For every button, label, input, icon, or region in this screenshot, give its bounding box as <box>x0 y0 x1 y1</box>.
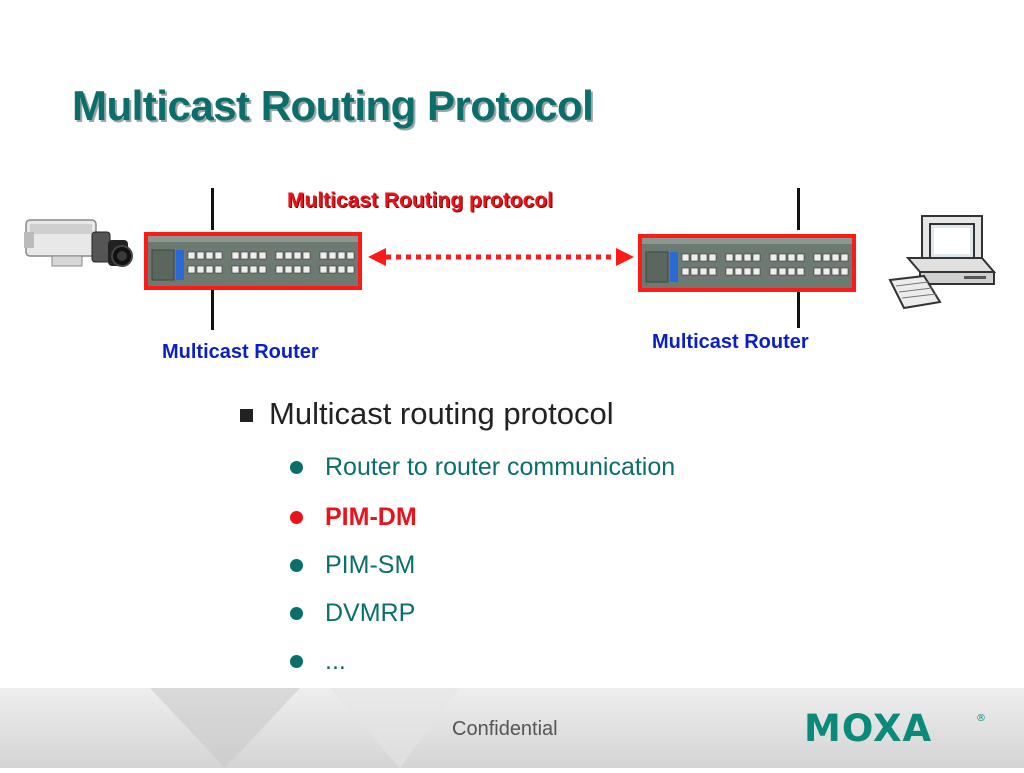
list-item: PIM-SM <box>290 551 415 580</box>
svg-text:®: ® <box>976 713 986 724</box>
router-label-right: Multicast Router <box>652 331 809 353</box>
desktop-computer-icon <box>884 206 997 315</box>
network-line <box>211 290 214 330</box>
list-item-text: DVMRP <box>325 599 416 627</box>
round-bullet-icon <box>290 655 303 668</box>
square-bullet-icon <box>240 408 253 422</box>
round-bullet-icon <box>290 461 303 474</box>
moxa-logo: MOXA ® <box>804 707 988 753</box>
dotted-double-arrow-icon <box>368 246 634 273</box>
list-item-text: ... <box>325 647 346 675</box>
list-item-text: PIM-SM <box>325 551 416 579</box>
svg-text:MOXA: MOXA <box>804 708 932 748</box>
router-device-right <box>638 234 856 292</box>
list-item: Router to router communication <box>290 453 675 482</box>
network-line <box>211 188 214 230</box>
slide-title: Multicast Routing Protocol <box>72 82 594 129</box>
router-label-left: Multicast Router <box>162 341 319 363</box>
round-bullet-icon <box>290 607 303 620</box>
list-item-text: Router to router communication <box>325 453 676 481</box>
list-item-text: PIM-DM <box>325 503 417 531</box>
ip-camera-icon <box>22 212 134 295</box>
confidential-label: Confidential <box>452 718 558 740</box>
router-device-icon <box>642 238 852 288</box>
router-device-icon <box>148 236 358 286</box>
list-item: DVMRP <box>290 599 415 628</box>
network-line <box>797 188 800 230</box>
list-item: ... <box>290 647 346 676</box>
round-bullet-icon <box>290 511 303 524</box>
network-line <box>797 292 800 328</box>
router-device-left <box>144 232 362 290</box>
bullet-main-text: Multicast routing protocol <box>269 396 614 431</box>
bullet-main: Multicast routing protocol <box>240 396 614 432</box>
round-bullet-icon <box>290 559 303 572</box>
list-item-highlighted: PIM-DM <box>290 503 417 532</box>
footer-band <box>0 688 1024 768</box>
protocol-label: Multicast Routing protocol <box>287 189 553 212</box>
